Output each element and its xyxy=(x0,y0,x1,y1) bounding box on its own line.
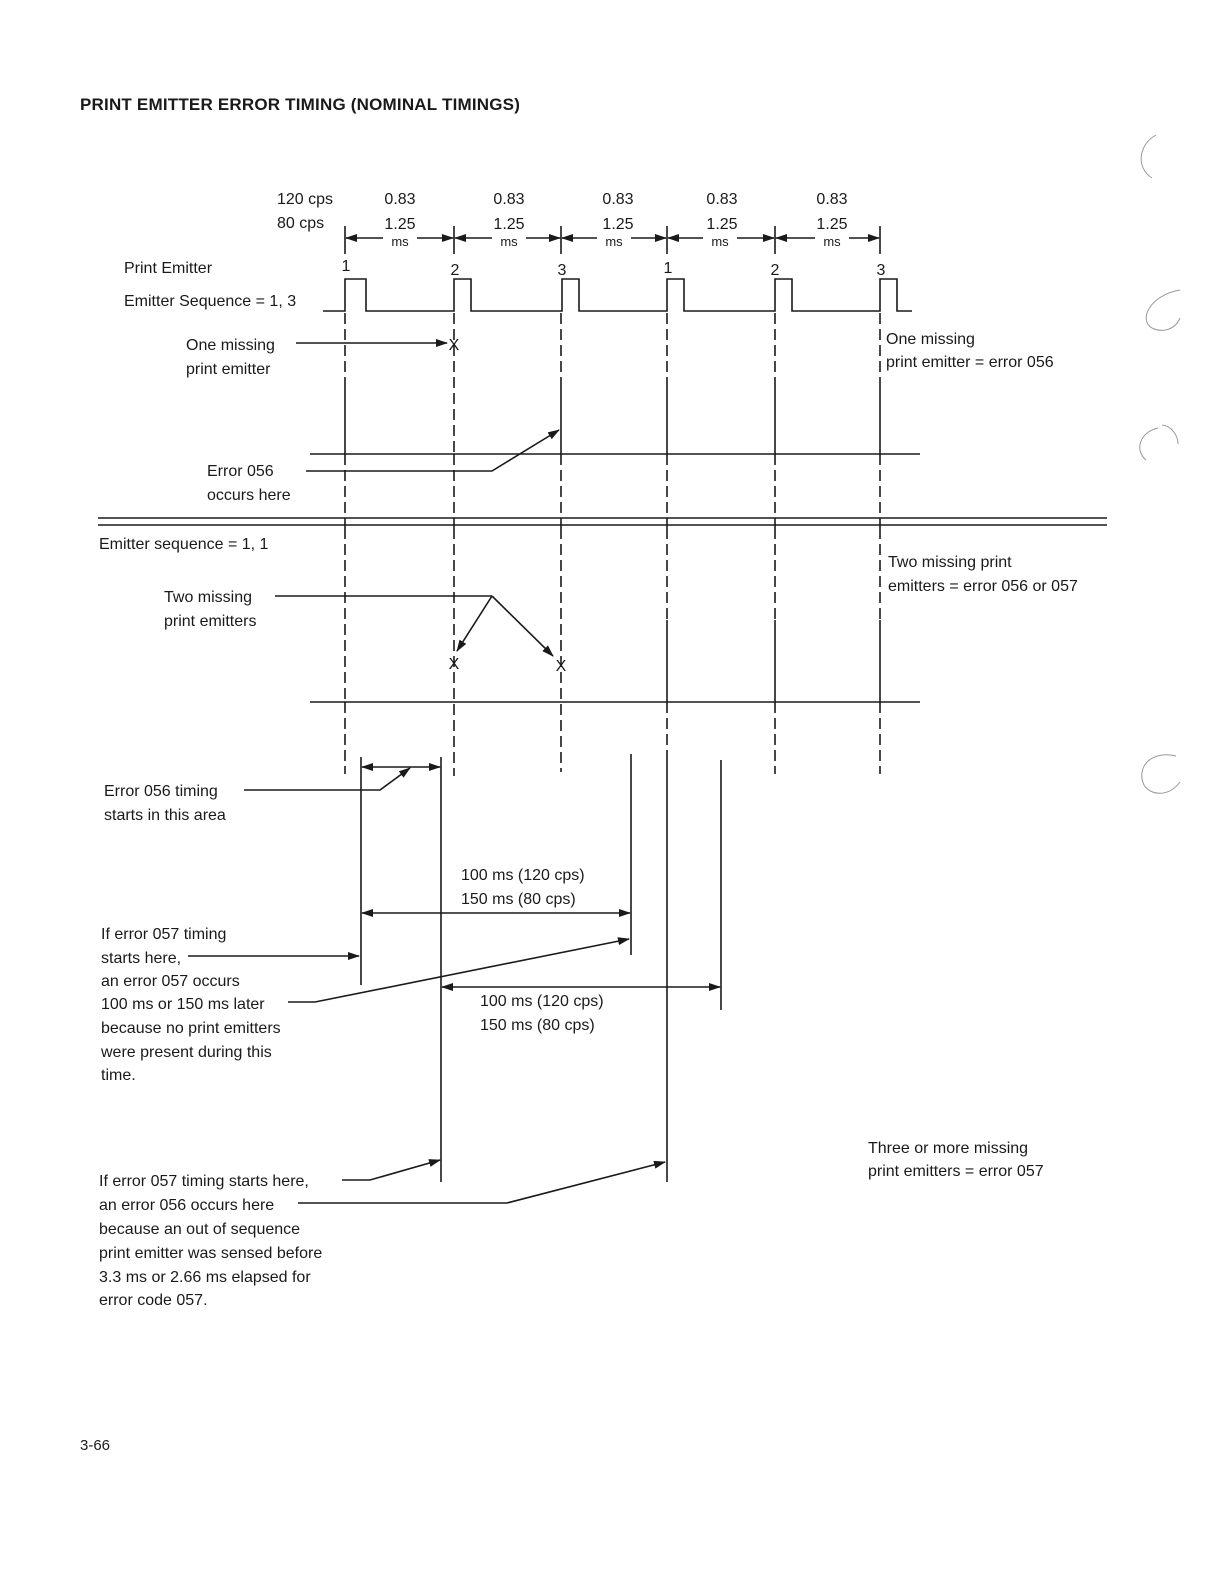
two-missing-label: Two missing xyxy=(164,589,252,606)
note-two-missing: Two missing print xyxy=(888,554,1012,571)
page-title: PRINT EMITTER ERROR TIMING (NOMINAL TIMI… xyxy=(80,95,521,114)
interval-120-value: 0.83 xyxy=(706,191,737,208)
note-b: If error 057 timing starts here, an erro… xyxy=(99,1173,322,1309)
emitter-waveform xyxy=(323,278,912,312)
interval-4: 0.83 1.25 ms xyxy=(706,191,737,249)
page-number: 3-66 xyxy=(80,1437,111,1454)
missing-x-mark: X xyxy=(556,658,567,675)
range-a-label: 100 ms (120 cps) xyxy=(461,867,585,884)
note-a-later-arrow xyxy=(314,937,630,1003)
interval-unit: ms xyxy=(391,234,409,249)
print-emitter-label: Print Emitter xyxy=(124,260,213,277)
note-a-line: 100 ms or 150 ms later xyxy=(101,996,265,1013)
note-b-line: an error 056 occurs here xyxy=(99,1197,274,1214)
timing-start-label-2: starts in this area xyxy=(104,807,226,824)
note-a-line: starts here, xyxy=(101,950,181,967)
note-two-missing-2: emitters = error 056 or 057 xyxy=(888,578,1078,595)
note-b-line: because an out of sequence xyxy=(99,1221,300,1238)
emitter-sequence-2-label: Emitter sequence = 1, 1 xyxy=(99,536,269,553)
note-three-missing: Three or more missing xyxy=(868,1140,1028,1157)
interval-dimension-lines xyxy=(344,226,881,254)
note-a-line: because no print emitters xyxy=(101,1020,281,1037)
pulse-number: 1 xyxy=(664,260,673,277)
note-b-line: error code 057. xyxy=(99,1292,208,1309)
interval-unit: ms xyxy=(823,234,841,249)
interval-120-value: 0.83 xyxy=(384,191,415,208)
note-b-error-arrow xyxy=(298,1160,666,1204)
pulse-number: 2 xyxy=(771,262,780,279)
note-one-missing: One missing xyxy=(886,331,975,348)
interval-2: 0.83 1.25 ms xyxy=(493,191,524,249)
note-a: If error 057 timing starts here, an erro… xyxy=(100,926,281,1084)
interval-5: 0.83 1.25 ms xyxy=(816,191,847,249)
interval-120-value: 0.83 xyxy=(816,191,847,208)
note-a-line: If error 057 timing xyxy=(101,926,226,943)
pulse-guides xyxy=(344,313,881,1182)
note-a-line: time. xyxy=(101,1067,136,1084)
note-b-start-arrow xyxy=(342,1159,441,1181)
missing-x-mark: X xyxy=(449,337,460,354)
interval-unit: ms xyxy=(711,234,729,249)
emitter-sequence-label: Emitter Sequence = 1, 3 xyxy=(124,293,296,310)
note-b-line: 3.3 ms or 2.66 ms elapsed for xyxy=(99,1269,311,1286)
note-b-line: print emitter was sensed before xyxy=(99,1245,322,1262)
pulse-number: 1 xyxy=(342,258,351,275)
pulse-number: 2 xyxy=(451,262,460,279)
pulse-number: 3 xyxy=(558,262,567,279)
rate-120-label: 120 cps xyxy=(277,191,333,208)
interval-80-value: 1.25 xyxy=(816,216,847,233)
missing-x-mark: X xyxy=(449,656,460,673)
binder-hole-marks xyxy=(1139,134,1181,794)
rate-80-label: 80 cps xyxy=(277,215,324,232)
range-a-label-2: 150 ms (80 cps) xyxy=(461,891,576,908)
error-056-label-2: occurs here xyxy=(207,487,291,504)
error-056-label: Error 056 xyxy=(207,463,274,480)
range-b-label: 100 ms (120 cps) xyxy=(480,993,604,1010)
note-one-missing-2: print emitter = error 056 xyxy=(886,354,1054,371)
two-missing-arrow-1 xyxy=(456,595,493,652)
timing-start-label: Error 056 timing xyxy=(104,783,218,800)
interval-80-value: 1.25 xyxy=(493,216,524,233)
two-missing-label-2: print emitters xyxy=(164,613,256,630)
one-missing-label-2: print emitter xyxy=(186,361,271,378)
pulse-number: 3 xyxy=(877,262,886,279)
interval-unit: ms xyxy=(605,234,623,249)
range-b-label-2: 150 ms (80 cps) xyxy=(480,1017,595,1034)
note-a-line: an error 057 occurs xyxy=(101,973,240,990)
interval-120-value: 0.83 xyxy=(493,191,524,208)
one-missing-label: One missing xyxy=(186,337,275,354)
interval-80-value: 1.25 xyxy=(602,216,633,233)
note-three-missing-2: print emitters = error 057 xyxy=(868,1163,1044,1180)
interval-1: 0.83 1.25 ms xyxy=(384,191,415,249)
interval-80-value: 1.25 xyxy=(706,216,737,233)
interval-3: 0.83 1.25 ms xyxy=(602,191,633,249)
note-b-line: If error 057 timing starts here, xyxy=(99,1173,309,1190)
interval-unit: ms xyxy=(500,234,518,249)
interval-80-value: 1.25 xyxy=(384,216,415,233)
two-missing-arrow-2 xyxy=(491,595,554,657)
note-a-line: were present during this xyxy=(100,1044,272,1061)
error-056-arrow xyxy=(306,429,560,472)
interval-120-value: 0.83 xyxy=(602,191,633,208)
timing-start-arrow xyxy=(244,767,411,791)
